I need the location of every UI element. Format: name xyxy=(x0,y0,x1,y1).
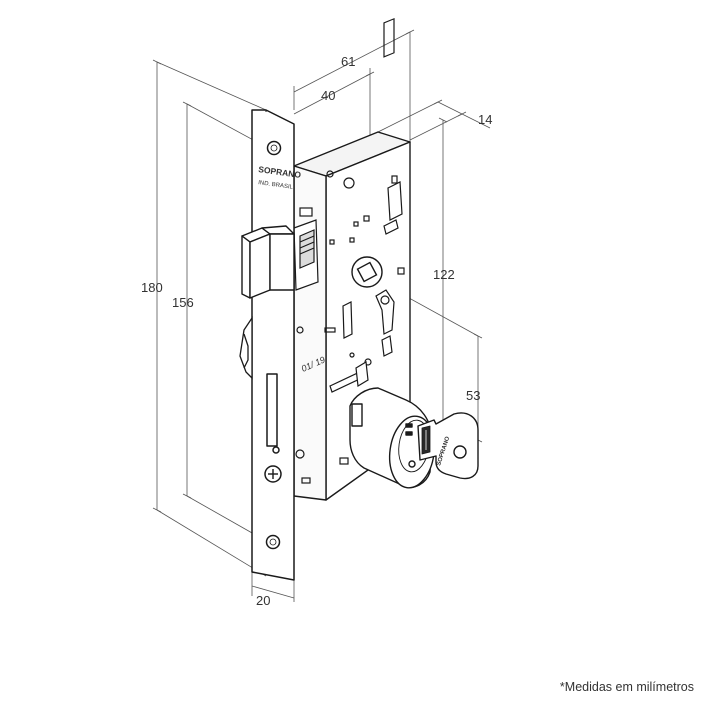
dim-20-lines xyxy=(251,572,295,602)
latch-mechanism xyxy=(293,207,319,291)
dim-label-53: 53 xyxy=(466,388,480,403)
dim-label-14: 14 xyxy=(478,112,492,127)
case-details xyxy=(295,17,405,484)
side-clip xyxy=(239,315,253,380)
measurement-footnote: *Medidas em milímetros xyxy=(559,680,694,694)
screw-hole-bottom xyxy=(265,534,281,550)
screw-hole-top xyxy=(266,140,282,156)
latch-bolt xyxy=(241,225,295,299)
dim-61-lines xyxy=(293,29,415,145)
dim-label-156: 156 xyxy=(172,295,194,310)
follower-ring xyxy=(351,256,383,288)
dim-label-122: 122 xyxy=(433,267,455,282)
case-hole-small xyxy=(326,170,334,178)
dim-180-lines xyxy=(152,59,267,577)
dim-label-61: 61 xyxy=(341,54,355,69)
key-bow xyxy=(417,412,479,480)
follower-square xyxy=(356,261,378,283)
dim-label-40: 40 xyxy=(321,88,335,103)
deadbolt-slot xyxy=(266,373,278,447)
dim-label-20: 20 xyxy=(256,593,270,608)
case-hole-top xyxy=(343,177,355,189)
dimension-lines xyxy=(152,29,491,602)
faceplate-origin: IND. BRASIL xyxy=(258,180,294,191)
key-hole xyxy=(453,445,467,459)
dim-14-lines xyxy=(377,99,491,141)
dim-label-180: 180 xyxy=(141,280,163,295)
key xyxy=(417,412,479,480)
case-slot-right xyxy=(383,17,395,58)
